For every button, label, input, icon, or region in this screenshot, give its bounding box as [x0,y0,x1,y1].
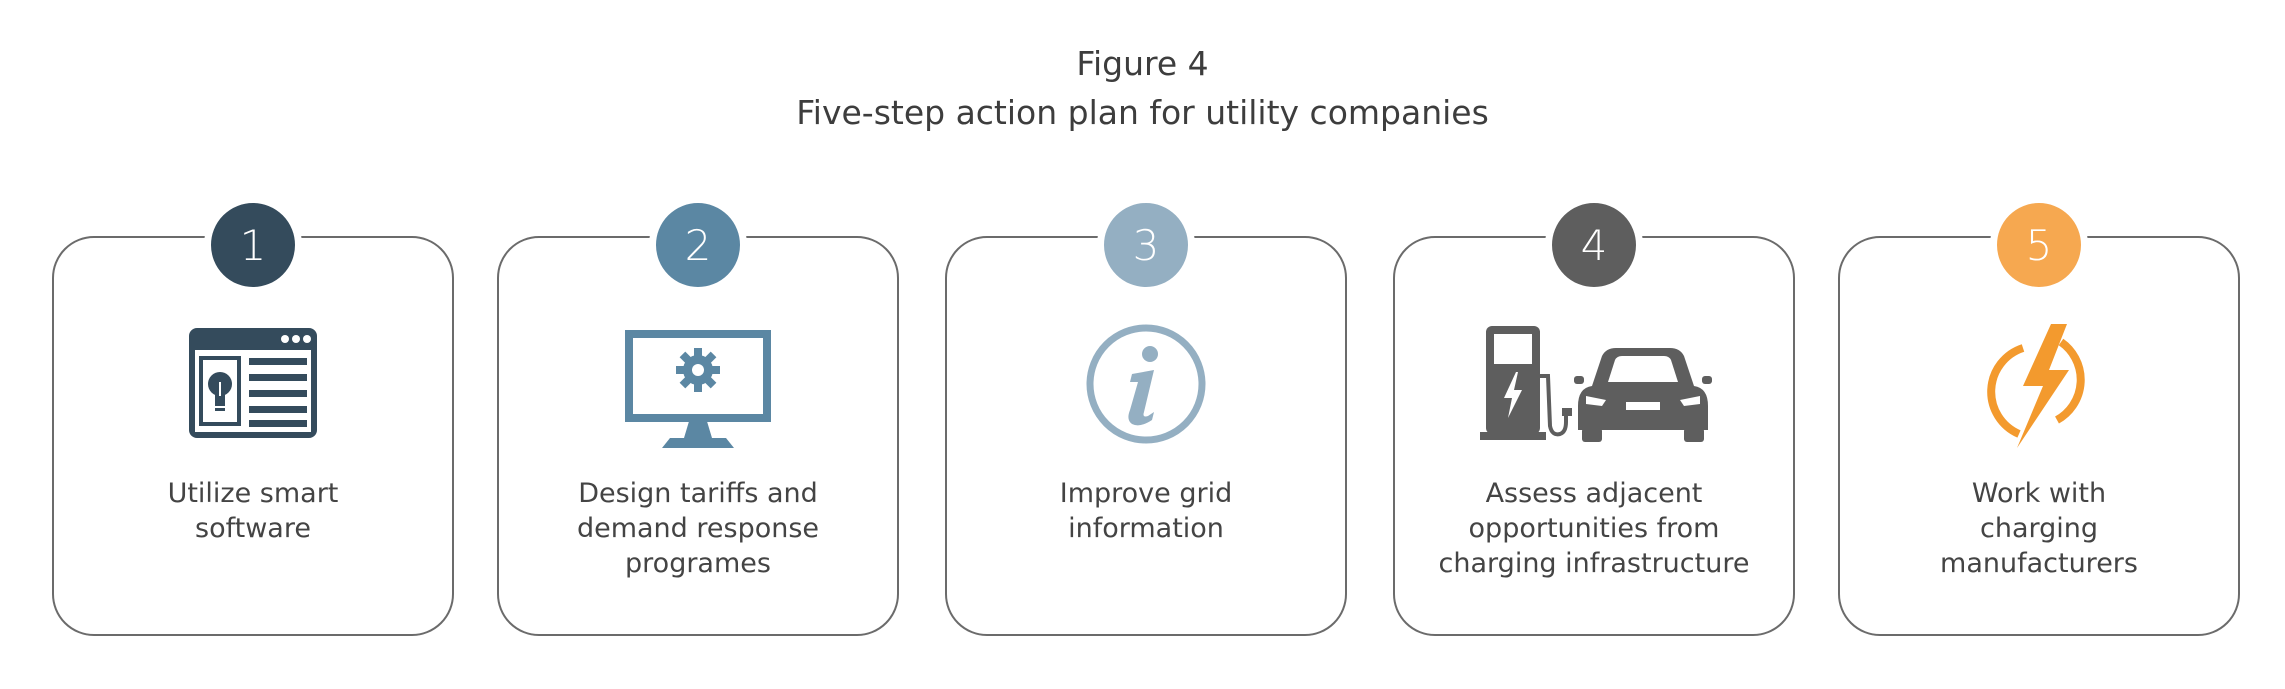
step-label: Utilize smart software [167,478,339,544]
monitor-gear-icon [578,320,818,452]
figure-label: Figure 4 [1076,44,1209,83]
step-number-badge: 4 [1545,196,1643,294]
figure-title: Five-step action plan for utility compan… [796,93,1489,132]
step-label: Improve grid information [1059,478,1233,544]
step-label: Assess adjacent opportunities from charg… [1438,478,1750,579]
step-card-3: 3 Improve grid information [945,196,1347,636]
step-number-badge: 3 [1097,196,1195,294]
step-label: Work with charging manufacturers [1940,478,2138,579]
step-card-1: 1 Utilize smart software [52,196,454,636]
step-card-2: 2 Design tariffs and demand response pro… [497,196,899,636]
step-label: Design tariffs and demand response progr… [576,478,820,579]
step-number-badge: 1 [204,196,302,294]
step-card-4: 4 Assess adjacent opportunities from cha… [1393,196,1795,636]
step-number-badge: 2 [649,196,747,294]
step-number-badge: 5 [1990,196,2088,294]
step-card-5: 5 Work with charging manufacturers [1838,196,2240,636]
ev-charging-station-icon [1474,320,1714,452]
info-icon [1026,320,1266,452]
web-browser-lightbulb-icon [133,320,373,452]
lightning-bolt-icon [1919,320,2159,452]
